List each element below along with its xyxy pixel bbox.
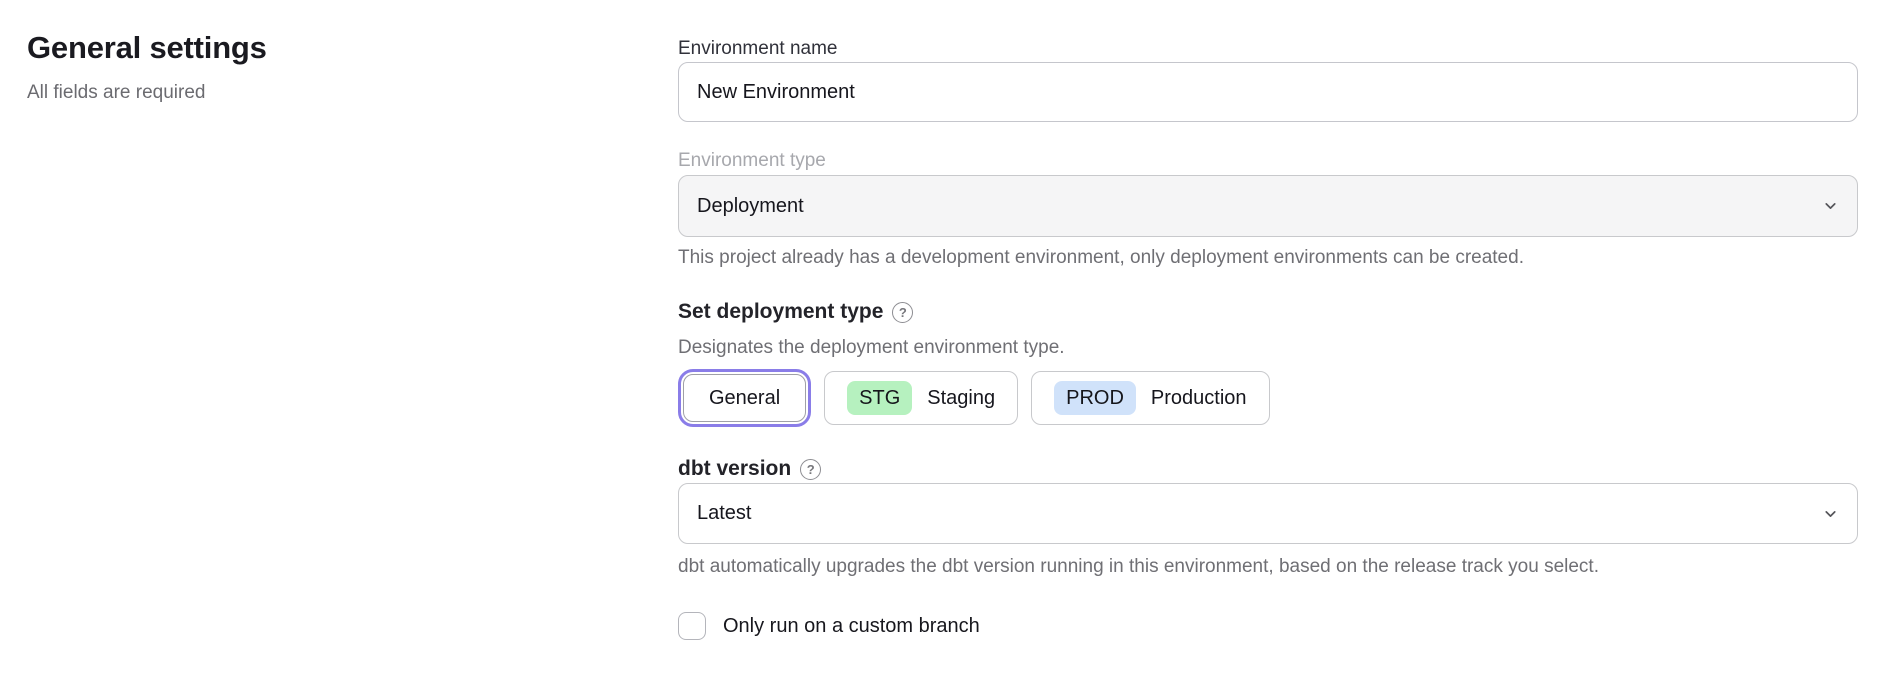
deployment-type-description: Designates the deployment environment ty… bbox=[678, 337, 1065, 358]
environment-type-helper: This project already has a development e… bbox=[678, 247, 1524, 268]
deployment-type-option-production[interactable]: PROD Production bbox=[1031, 371, 1270, 425]
chevron-down-icon bbox=[1822, 198, 1839, 215]
environment-settings-form: Environment name Environment type Deploy… bbox=[678, 38, 1858, 640]
option-label: General bbox=[709, 386, 781, 409]
custom-branch-label: Only run on a custom branch bbox=[723, 614, 980, 637]
selected-option-ring: General bbox=[678, 369, 812, 427]
deployment-type-label: Set deployment type bbox=[678, 300, 884, 323]
option-label: Staging bbox=[927, 386, 996, 409]
dbt-version-value: Latest bbox=[697, 502, 752, 524]
custom-branch-checkbox[interactable] bbox=[678, 612, 706, 640]
dbt-version-heading: dbt version ? bbox=[678, 457, 1858, 481]
environment-type-label: Environment type bbox=[678, 150, 826, 171]
deployment-type-option-staging[interactable]: STG Staging bbox=[824, 371, 1019, 425]
deployment-type-heading: Set deployment type ? bbox=[678, 300, 1858, 324]
page-title: General settings bbox=[27, 30, 267, 65]
environment-type-value: Deployment bbox=[697, 194, 804, 217]
production-badge: PROD bbox=[1054, 381, 1136, 415]
chevron-down-icon bbox=[1822, 505, 1839, 522]
staging-badge: STG bbox=[847, 381, 913, 415]
option-label: Production bbox=[1150, 386, 1247, 409]
help-icon[interactable]: ? bbox=[800, 458, 822, 480]
help-icon[interactable]: ? bbox=[892, 301, 914, 323]
dbt-version-select[interactable]: Latest bbox=[678, 483, 1858, 544]
custom-branch-row: Only run on a custom branch bbox=[678, 612, 1858, 640]
environment-name-label: Environment name bbox=[678, 38, 838, 59]
dbt-version-label: dbt version bbox=[678, 457, 792, 480]
environment-name-input[interactable] bbox=[678, 62, 1858, 122]
deployment-type-options: General STG Staging PROD Production bbox=[678, 369, 1858, 427]
deployment-type-option-general[interactable]: General bbox=[683, 374, 807, 422]
environment-type-select: Deployment bbox=[678, 175, 1858, 237]
settings-intro: General settings All fields are required bbox=[27, 30, 587, 104]
page-subtitle: All fields are required bbox=[27, 82, 206, 103]
dbt-version-helper: dbt automatically upgrades the dbt versi… bbox=[678, 556, 1599, 577]
